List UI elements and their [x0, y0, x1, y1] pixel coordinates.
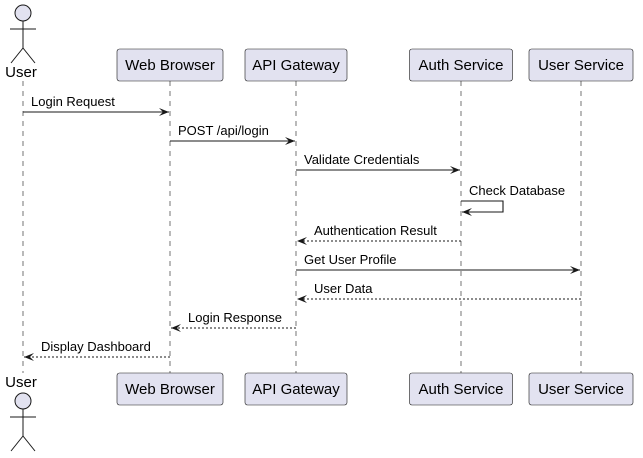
participant-auth-bottom: Auth Service [409, 372, 513, 406]
message-label: Validate Credentials [304, 152, 420, 167]
participant-box [409, 48, 513, 82]
participant-box [116, 372, 224, 406]
actor-left-leg [10, 47, 24, 64]
participant-label: Web Browser [125, 381, 215, 398]
actor-label-bottom: User [5, 374, 37, 391]
arrowhead [171, 324, 181, 332]
arrowhead [297, 237, 307, 245]
participant-box [244, 372, 348, 406]
participant-label: Auth Service [418, 57, 503, 74]
participant-box [409, 372, 513, 406]
participant-usersvc-bottom: User Service [528, 372, 634, 406]
participant-label: Auth Service [418, 381, 503, 398]
message-label: User Data [314, 281, 373, 296]
lifelines [22, 81, 582, 373]
message-user-data: User Data [297, 281, 581, 303]
arrowhead [285, 137, 295, 145]
arrowhead [297, 295, 307, 303]
participant-auth-top: Auth Service [409, 48, 513, 82]
participant-usersvc-top: User Service [528, 48, 634, 82]
participant-browser-bottom: Web Browser [116, 372, 224, 406]
participant-browser-top: Web Browser [116, 48, 224, 82]
participant-box [528, 48, 634, 82]
message-display-dashboard: Display Dashboard [24, 339, 170, 361]
message-check-database: Check Database [461, 183, 565, 216]
participant-label: API Gateway [252, 57, 340, 74]
participant-box [528, 372, 634, 406]
participant-gateway-bottom: API Gateway [244, 372, 348, 406]
arrowhead [159, 108, 169, 116]
actor-head [14, 4, 32, 22]
participant-label: User Service [538, 57, 624, 74]
participant-label: Web Browser [125, 57, 215, 74]
arrowhead [450, 166, 460, 174]
participant-box [244, 48, 348, 82]
actor-head [14, 392, 32, 410]
actor-right-leg [22, 47, 36, 64]
participant-label: API Gateway [252, 381, 340, 398]
message-label: Login Request [31, 94, 115, 109]
arrowhead [570, 266, 580, 274]
message-label: Authentication Result [314, 223, 437, 238]
message-validate-credentials: Validate Credentials [296, 152, 460, 174]
message-get-user-profile: Get User Profile [296, 252, 580, 274]
message-label: Login Response [188, 310, 282, 325]
message-authentication-result: Authentication Result [297, 223, 461, 245]
arrowhead [462, 208, 472, 216]
message-label: POST /api/login [178, 123, 269, 138]
actor-right-leg [22, 435, 36, 452]
message-label: Display Dashboard [41, 339, 151, 354]
actor-figure-top [10, 4, 36, 64]
message-post-api-login: POST /api/login [170, 123, 295, 145]
actor-label-top: User [5, 64, 37, 81]
message-line [461, 200, 504, 213]
message-label: Check Database [469, 183, 565, 198]
participant-gateway-top: API Gateway [244, 48, 348, 82]
message-label: Get User Profile [304, 252, 396, 267]
participant-label: User Service [538, 381, 624, 398]
message-login-request: Login Request [23, 94, 169, 116]
message-login-response: Login Response [171, 310, 296, 332]
arrowhead [24, 353, 34, 361]
actor-left-leg [10, 435, 24, 452]
actor-figure-bottom [10, 392, 36, 452]
participant-box [116, 48, 224, 82]
